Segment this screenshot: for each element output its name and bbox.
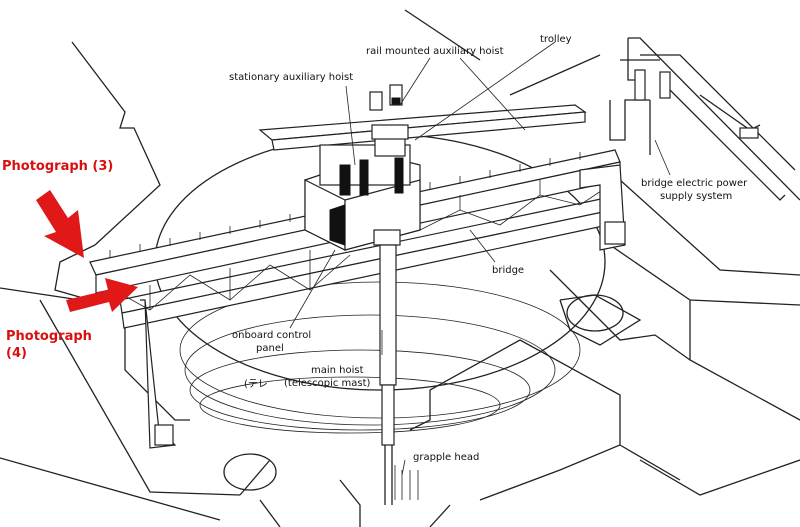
floor-hole-right bbox=[566, 294, 624, 332]
label-onboard-control-line1: onboard control bbox=[232, 330, 311, 341]
label-power-supply-line1: bridge electric power bbox=[641, 178, 748, 189]
label-onboard-control-line2: panel bbox=[256, 343, 284, 354]
arrow-photograph-4 bbox=[66, 278, 138, 312]
arrow-photograph-3 bbox=[36, 190, 84, 258]
label-grapple-head: grapple head bbox=[413, 452, 479, 463]
trolley-structure bbox=[304, 84, 421, 251]
label-main-hoist-line2: (telescopic mast) bbox=[284, 378, 371, 389]
label-photograph-3: Photograph (3) bbox=[2, 159, 113, 174]
bridge-truss bbox=[109, 180, 611, 311]
label-power-supply-line2: supply system bbox=[660, 191, 732, 202]
rail-posts bbox=[109, 152, 581, 258]
main-hoist-mast bbox=[373, 229, 419, 505]
label-rail-mounted-auxiliary-hoist: rail mounted auxiliary hoist bbox=[366, 46, 504, 57]
label-main-hoist-line1: main hoist bbox=[311, 365, 364, 376]
label-trolley: trolley bbox=[540, 34, 572, 45]
label-photograph-4-line1: Photograph bbox=[6, 329, 92, 344]
label-bridge: bridge bbox=[492, 265, 524, 276]
floor-hole-left bbox=[223, 453, 277, 491]
labels: Photograph (3) Photograph (4) trolley ra… bbox=[2, 34, 748, 463]
leader-lines bbox=[289, 41, 671, 476]
label-floor-mark: (テレ bbox=[244, 379, 268, 390]
power-supply-system bbox=[609, 37, 800, 201]
label-photograph-4-line2: (4) bbox=[6, 346, 27, 361]
photograph-arrows bbox=[36, 190, 138, 312]
label-stationary-auxiliary-hoist: stationary auxiliary hoist bbox=[229, 72, 353, 83]
